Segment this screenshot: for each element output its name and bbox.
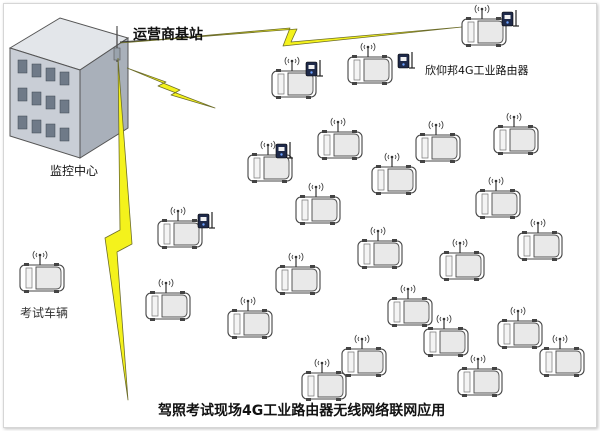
antenna-icon — [452, 238, 468, 254]
vehicle-icon — [371, 152, 417, 196]
vehicle-icon — [461, 4, 507, 48]
vehicle-icon — [295, 182, 341, 226]
building-window — [45, 95, 56, 110]
router-icon — [305, 59, 324, 77]
antenna-icon — [330, 117, 346, 133]
antenna-icon — [284, 56, 300, 72]
antenna-icon — [530, 218, 546, 234]
vehicle-icon — [539, 334, 585, 378]
vehicle-icon — [341, 334, 387, 378]
antenna-icon — [260, 140, 276, 156]
router-icon — [397, 51, 416, 69]
antenna-icon — [470, 354, 486, 370]
building-side — [79, 37, 129, 159]
antenna-icon — [240, 296, 256, 312]
vehicle-icon — [517, 218, 563, 262]
vehicle-icon — [439, 238, 485, 282]
router-icon — [197, 211, 216, 229]
vehicle-icon — [227, 296, 273, 340]
router-icon — [275, 141, 294, 159]
vehicle-icon — [387, 284, 433, 328]
vehicle-icon — [475, 176, 521, 220]
antenna-icon — [510, 306, 526, 322]
building-window — [45, 67, 56, 82]
building-window — [17, 59, 28, 74]
monitor-center-building — [8, 17, 130, 159]
vehicle-icon — [301, 358, 347, 402]
building-window — [31, 91, 42, 106]
antenna-icon — [506, 112, 522, 128]
vehicle-icon — [415, 120, 461, 164]
antenna-icon — [32, 250, 48, 266]
vehicle-icon — [347, 42, 393, 86]
vehicle-icon — [145, 278, 191, 322]
antenna-icon — [384, 152, 400, 168]
antenna-icon — [428, 120, 444, 136]
antenna-icon — [360, 42, 376, 58]
antenna-icon — [288, 252, 304, 268]
roof-antenna-icon — [113, 26, 121, 62]
monitor-center-label: 监控中心 — [50, 164, 99, 178]
antenna-icon — [552, 334, 568, 350]
diagram-caption: 驾照考试现场4G工业路由器无线网络联网应用 — [158, 403, 446, 419]
vehicle-icon — [275, 252, 321, 296]
vehicle-icon — [457, 354, 503, 398]
building-window — [59, 127, 70, 142]
building-window — [31, 119, 42, 134]
antenna-icon — [314, 358, 330, 374]
antenna-icon — [474, 4, 490, 20]
antenna-icon — [370, 226, 386, 242]
antenna-icon — [488, 176, 504, 192]
building-window — [17, 87, 28, 102]
building-window — [45, 123, 56, 138]
vehicle-icon — [317, 117, 363, 161]
base-station-label: 运营商基站 — [133, 27, 203, 43]
antenna-icon — [436, 314, 452, 330]
exam-vehicle-label: 考试车辆 — [20, 306, 69, 320]
lightning-link-down — [104, 57, 133, 401]
vehicle-icon — [157, 206, 203, 250]
building-window — [17, 115, 28, 130]
router-icon — [501, 9, 520, 27]
antenna-icon — [170, 206, 186, 222]
building-window — [59, 99, 70, 114]
antenna-icon — [308, 182, 324, 198]
antenna-icon — [158, 278, 174, 294]
antenna-icon — [354, 334, 370, 350]
vehicle-icon — [19, 250, 65, 294]
router-label: 欣仰邦4G工业路由器 — [425, 64, 529, 77]
vehicle-icon — [493, 112, 539, 156]
building-window — [31, 63, 42, 78]
building-window — [59, 71, 70, 86]
vehicle-icon — [497, 306, 543, 350]
antenna-icon — [400, 284, 416, 300]
vehicle-icon — [357, 226, 403, 270]
lightning-link-to-station — [126, 67, 216, 109]
